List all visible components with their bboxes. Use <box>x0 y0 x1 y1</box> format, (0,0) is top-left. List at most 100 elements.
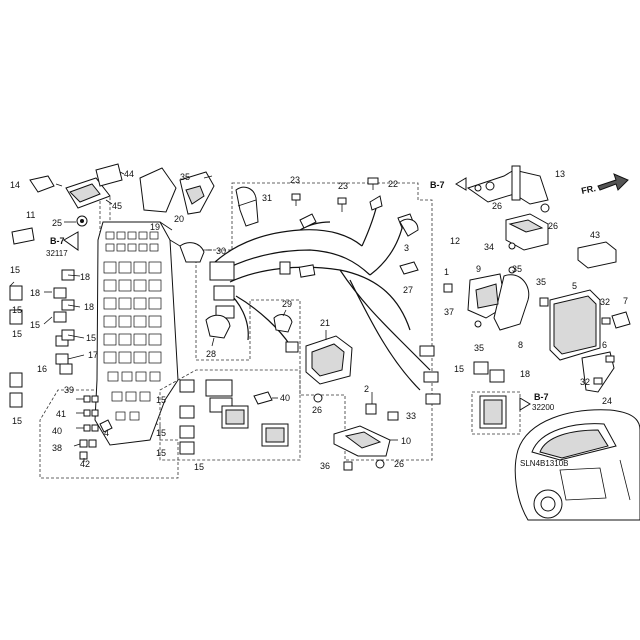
callout-41: 41 <box>56 409 66 419</box>
callout-3: 3 <box>404 243 409 253</box>
callout-2: 2 <box>364 384 369 394</box>
relay-group-left <box>9 269 85 408</box>
fuse-relay-box <box>39 195 181 479</box>
callout-15d: 15 <box>12 416 22 426</box>
front-direction-indicator: FR. <box>580 173 629 196</box>
bracket-8-9 <box>443 266 530 331</box>
callout-39: 39 <box>64 385 74 395</box>
front-label: FR. <box>580 183 596 196</box>
bracket-10 <box>333 392 399 471</box>
callout-5: 5 <box>572 281 577 291</box>
callout-42: 42 <box>80 459 90 469</box>
callout-15g: 15 <box>156 395 166 405</box>
callout-15i: 15 <box>156 448 166 458</box>
front-arrow-icon <box>597 173 629 191</box>
bolts-top <box>291 177 379 212</box>
callout-18a: 18 <box>80 272 90 282</box>
callout-4: 4 <box>104 428 109 438</box>
callout-11: 11 <box>26 210 35 220</box>
lower-connectors <box>159 369 301 461</box>
callout-18d: 18 <box>520 369 530 379</box>
callout-25: 25 <box>52 218 62 228</box>
callout-23b: 23 <box>338 181 348 191</box>
callout-7: 7 <box>623 296 628 306</box>
reference-b7-32200[interactable]: B-7 32200 <box>519 392 555 412</box>
callout-32b: 32 <box>580 377 590 387</box>
callout-27: 27 <box>403 285 413 295</box>
callout-45: 45 <box>112 201 122 211</box>
callout-14: 14 <box>10 180 20 190</box>
reference-b7-top[interactable]: B-7 <box>430 177 467 191</box>
callout-28: 28 <box>206 349 216 359</box>
module-12 <box>505 213 549 251</box>
callout-15e: 15 <box>30 320 40 330</box>
callout-35c: 35 <box>536 277 546 287</box>
control-unit-21 <box>305 330 353 403</box>
callout-15j: 15 <box>194 462 204 472</box>
mini-fuses <box>73 395 113 462</box>
callout-30: 30 <box>216 246 226 256</box>
callout-1: 1 <box>444 267 449 277</box>
callout-35d: 35 <box>474 343 484 353</box>
callout-20: 20 <box>174 214 184 224</box>
reference-b7-label: B-7 <box>50 236 65 246</box>
harness-clips <box>179 171 419 347</box>
callout-23a: 23 <box>290 175 300 185</box>
reference-b7-32117[interactable]: B-7 32117 <box>46 231 79 258</box>
component-b7-32200 <box>471 391 521 435</box>
callout-15a: 15 <box>10 265 20 275</box>
reference-b7-32200-code: 32200 <box>532 403 555 412</box>
callout-15f: 15 <box>86 333 96 343</box>
bracket-6-24 <box>581 351 615 393</box>
callout-40a: 40 <box>52 426 62 436</box>
callout-8: 8 <box>518 340 523 350</box>
callout-35b: 35 <box>512 264 522 274</box>
callout-24: 24 <box>602 396 612 406</box>
callout-12: 12 <box>450 236 460 246</box>
callout-32a: 32 <box>600 297 610 307</box>
callout-16: 16 <box>37 364 47 374</box>
top-right-bracket <box>466 165 550 213</box>
callout-6: 6 <box>602 340 607 350</box>
module-5 <box>539 289 631 361</box>
callout-22: 22 <box>388 179 398 189</box>
callout-21: 21 <box>320 318 330 328</box>
callout-15b: 15 <box>12 305 22 315</box>
callout-26a: 26 <box>492 201 502 211</box>
callout-9: 9 <box>476 264 481 274</box>
callout-19: 19 <box>150 222 160 232</box>
callout-15c: 15 <box>12 329 22 339</box>
callout-43: 43 <box>590 230 600 240</box>
callout-33: 33 <box>406 411 416 421</box>
callout-18b: 18 <box>30 288 40 298</box>
callout-37: 37 <box>444 307 454 317</box>
callout-36: 36 <box>320 461 330 471</box>
reference-b7-top-label: B-7 <box>430 180 445 190</box>
reference-b7-32200-label: B-7 <box>534 392 549 402</box>
callout-18c: 18 <box>84 302 94 312</box>
car-illustration <box>514 409 640 521</box>
callout-15k: 15 <box>454 364 464 374</box>
reference-b7-code: 32117 <box>46 249 68 258</box>
callout-10: 10 <box>401 436 411 446</box>
callout-44: 44 <box>124 169 134 179</box>
callout-17: 17 <box>88 350 98 360</box>
callout-labels: 1 2 3 4 5 6 7 8 9 10 11 12 13 14 15 15 1… <box>10 169 628 472</box>
callout-38: 38 <box>52 443 62 453</box>
callout-35a: 35 <box>180 172 190 182</box>
diagram-code: SLN4B1310B <box>520 459 568 468</box>
callout-34: 34 <box>484 242 494 252</box>
module-43 <box>577 241 617 269</box>
relays-right <box>473 361 505 383</box>
callout-13: 13 <box>555 169 565 179</box>
wire-harness <box>195 182 441 461</box>
top-left-parts <box>11 163 177 245</box>
callout-29: 29 <box>282 299 292 309</box>
callout-15h: 15 <box>156 428 166 438</box>
callout-26c: 26 <box>312 405 322 415</box>
callout-40b: 40 <box>280 393 290 403</box>
callout-31: 31 <box>262 193 272 203</box>
callout-26b: 26 <box>548 221 558 231</box>
callout-26d: 26 <box>394 459 404 469</box>
